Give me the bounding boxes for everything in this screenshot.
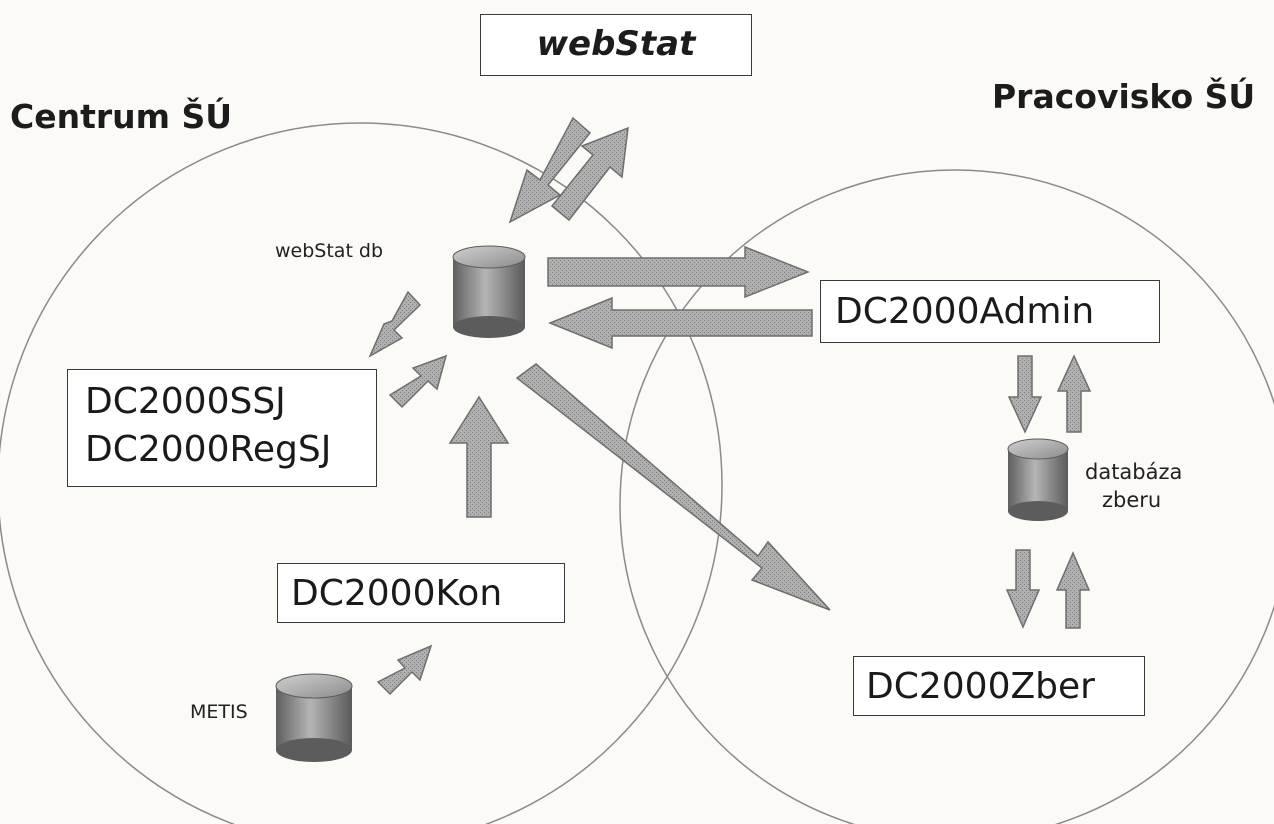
- arrow-ssj-to-db: [388, 354, 448, 409]
- arrow-metis-to-kon: [376, 644, 433, 696]
- collection-db-icon: [1007, 438, 1069, 521]
- webstat-box-label: webStat: [536, 24, 696, 64]
- webstat-db-icon: [452, 245, 526, 338]
- metis-label: METIS: [190, 701, 248, 723]
- arrow-db-to-zber: [515, 363, 831, 611]
- arrow-zber-to-collection-db: [1055, 551, 1091, 629]
- regsj-label: DC2000RegSJ: [85, 429, 332, 470]
- collection-db-label-line2: zberu: [1102, 488, 1162, 512]
- arrow-collection-db-to-zber: [1005, 549, 1041, 629]
- ssj-regsj-box: DC2000SSJ DC2000RegSJ: [67, 369, 377, 487]
- right-region-circle: [619, 169, 1274, 824]
- webstat-box: webStat: [480, 14, 752, 76]
- arrow-db-to-ssj: [368, 290, 422, 358]
- arrow-collection-db-to-admin: [1056, 354, 1092, 433]
- admin-box: DC2000Admin: [820, 280, 1160, 343]
- arrow-db-to-admin: [547, 245, 811, 299]
- admin-label: DC2000Admin: [835, 291, 1095, 332]
- kon-box: DC2000Kon: [277, 563, 565, 623]
- zber-box: DC2000Zber: [853, 656, 1145, 716]
- collection-db-label-line1: databáza: [1085, 460, 1183, 484]
- webstat-db-label: webStat db: [275, 240, 384, 262]
- arrow-admin-to-collection-db: [1007, 355, 1043, 434]
- ssj-label: DC2000SSJ: [85, 381, 286, 422]
- right-region-title: Pracovisko ŠÚ: [992, 77, 1256, 116]
- left-region-circle: [0, 122, 723, 824]
- arrow-webstat-to-db: [508, 116, 592, 224]
- left-region-title: Centrum ŠÚ: [10, 97, 233, 136]
- arrow-kon-to-db: [448, 395, 510, 518]
- arrow-db-to-webstat: [550, 126, 629, 222]
- zber-label: DC2000Zber: [866, 666, 1095, 707]
- kon-label: DC2000Kon: [291, 573, 503, 614]
- metis-db-icon: [275, 673, 353, 762]
- arrow-admin-to-db: [547, 296, 813, 350]
